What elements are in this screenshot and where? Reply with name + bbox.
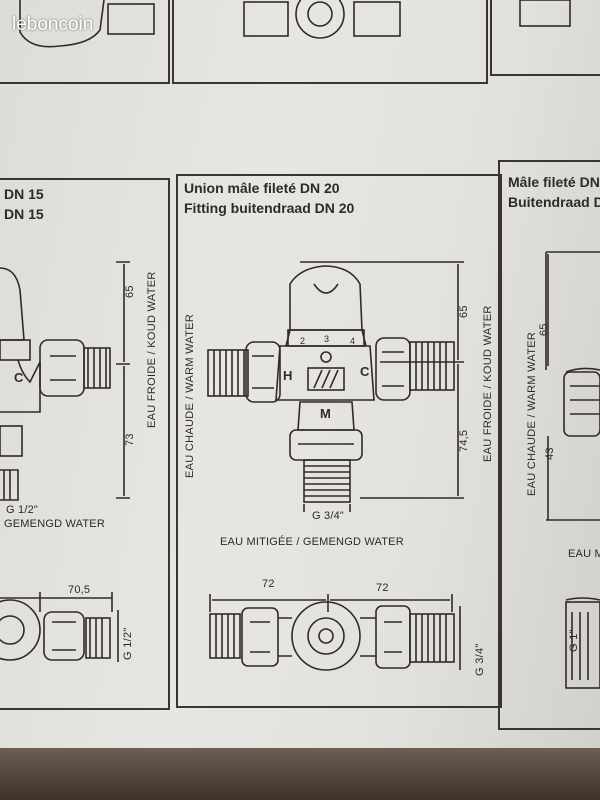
svg-text:C: C xyxy=(14,370,24,385)
mark-h: H xyxy=(283,368,292,383)
right-title-nl: Buitendraad D xyxy=(508,194,600,210)
right-left-vertical: EAU CHAUDE / WARM WATER xyxy=(526,331,538,496)
left-panel xyxy=(0,178,170,710)
center-thread-bottom: G 3/4" xyxy=(312,510,345,522)
mark-m: M xyxy=(320,406,331,421)
left-dim-lower: 70,5 xyxy=(68,584,91,596)
watermark: leboncoin xyxy=(12,14,94,35)
center-dim-left-lower: 72 xyxy=(262,578,275,590)
dial-number-4: 4 xyxy=(350,336,355,346)
center-outlet-label: EAU MITIGÉE / GEMENGD WATER xyxy=(220,536,404,548)
center-title-nl: Fitting buitendraad DN 20 xyxy=(184,200,355,216)
left-outlet-label: GEMENGD WATER xyxy=(4,518,105,530)
top-center-panel xyxy=(172,0,488,84)
dial-number-2: 2 xyxy=(300,336,305,346)
right-dim-top: 65 xyxy=(538,323,550,336)
right-panel xyxy=(498,160,600,730)
mark-c: C xyxy=(360,364,370,379)
floor xyxy=(0,748,600,800)
top-right-panel xyxy=(490,0,600,76)
left-valve-drawing: C xyxy=(0,261,130,662)
center-panel xyxy=(176,174,502,708)
right-outlet-label: EAU M xyxy=(568,548,600,560)
left-title-fr: DN 15 xyxy=(4,186,44,202)
dial-number-3: 3 xyxy=(324,334,329,344)
top-left-panel xyxy=(0,0,170,84)
center-valve-drawing: 2 3 4 H C M xyxy=(207,261,464,671)
right-dim-bottom: 43 xyxy=(544,447,556,460)
top-row-fittings xyxy=(19,0,571,48)
right-title-fr: Mâle fileté DN xyxy=(508,174,600,190)
center-title-fr: Union mâle fileté DN 20 xyxy=(184,180,340,196)
right-valve-drawing xyxy=(545,251,600,689)
left-thread-bottom: G 1/2" xyxy=(6,504,39,516)
left-title-nl: DN 15 xyxy=(4,206,44,222)
right-thread-lower: G 1" xyxy=(568,629,580,652)
center-dim-right-lower: 72 xyxy=(376,582,389,594)
